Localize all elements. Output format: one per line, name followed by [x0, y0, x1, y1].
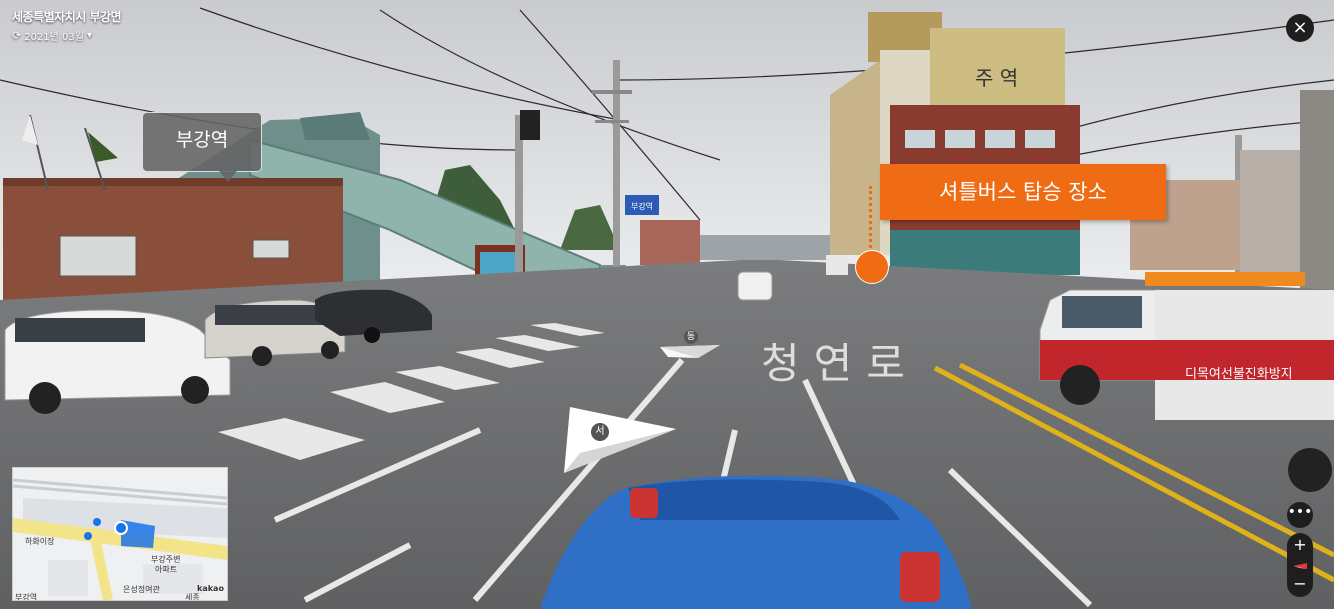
brick-building [3, 180, 343, 300]
zoom-out-button[interactable]: − [1293, 574, 1307, 593]
road-sign-text: 부강역 [631, 201, 653, 211]
station-building [300, 112, 370, 140]
crosswalk [218, 323, 605, 460]
utility-pole [515, 115, 523, 315]
apartment-tower [930, 28, 1065, 118]
navigate-east-label: 동 [684, 330, 698, 344]
navigate-east-arrow[interactable] [658, 333, 722, 359]
navigate-west-arrow[interactable] [560, 405, 678, 475]
distant-building [640, 220, 700, 265]
minimap-label: 부강역 [15, 593, 38, 601]
navigate-west-label: 서 [591, 423, 609, 441]
road-sign [625, 195, 659, 215]
parked-car [4, 309, 231, 414]
capture-date: 2021년 03월 [24, 32, 84, 43]
zoom-controls: + − [1287, 533, 1313, 597]
shuttle-location-marker [855, 250, 889, 284]
minimap-position-marker [114, 521, 128, 535]
station-callout: 부강역 [142, 112, 262, 182]
utility-truck: 디목여선불진화방지 [1039, 272, 1334, 492]
center-line [933, 362, 1334, 583]
caret-down-icon: ▾ [86, 30, 93, 41]
trees [560, 205, 620, 250]
minimap-view-cone [121, 520, 155, 548]
truck-distant [826, 255, 848, 275]
building-window [59, 235, 137, 277]
minimap[interactable]: 하화이장 부강주변 아파트 은성정여관 세종 kakao 부강역 [12, 467, 228, 601]
close-button[interactable]: × [1286, 14, 1314, 42]
minimap-map[interactable] [13, 468, 227, 600]
location-title: 세종특별자치시 부강면 [12, 10, 122, 24]
utility-pole [613, 60, 620, 290]
camera-car-hood [540, 475, 972, 609]
history-clock-icon: ⟳ [12, 29, 22, 42]
date-selector[interactable]: ⟳ 2021년 03월 ▾ [12, 28, 121, 43]
shuttle-callout-line [869, 186, 872, 254]
minimap-label: 은성정여관 [123, 585, 160, 594]
minimap-label: 부강주변 [151, 555, 181, 564]
minimap-label: 하화이장 [25, 537, 55, 546]
shop-front [890, 230, 1080, 275]
shuttle-callout: 셔틀버스 탑승 장소 [880, 164, 1166, 220]
minimap-label: kakao [197, 584, 224, 593]
minimap-label: 아파트 [155, 565, 178, 574]
road-marking-text: 청연로 [761, 339, 919, 388]
parked-car [315, 289, 432, 343]
svg-text:디목여선불진화방지: 디목여선불진화방지 [1185, 367, 1293, 382]
oncoming-car [737, 271, 773, 301]
compass-icon[interactable] [1291, 557, 1309, 575]
svg-text:주 역: 주 역 [975, 66, 1018, 90]
zoom-in-button[interactable]: + [1293, 535, 1307, 554]
location-info: 세종특별자치시 부강면 ⟳ 2021년 03월 ▾ [12, 8, 122, 43]
apartment-tower [830, 60, 880, 255]
building-window [252, 239, 290, 259]
traffic-light [520, 110, 540, 140]
minimap-road [13, 518, 227, 560]
minimap-label: 세종 [185, 593, 200, 601]
more-options-button[interactable]: ••• [1287, 502, 1313, 528]
